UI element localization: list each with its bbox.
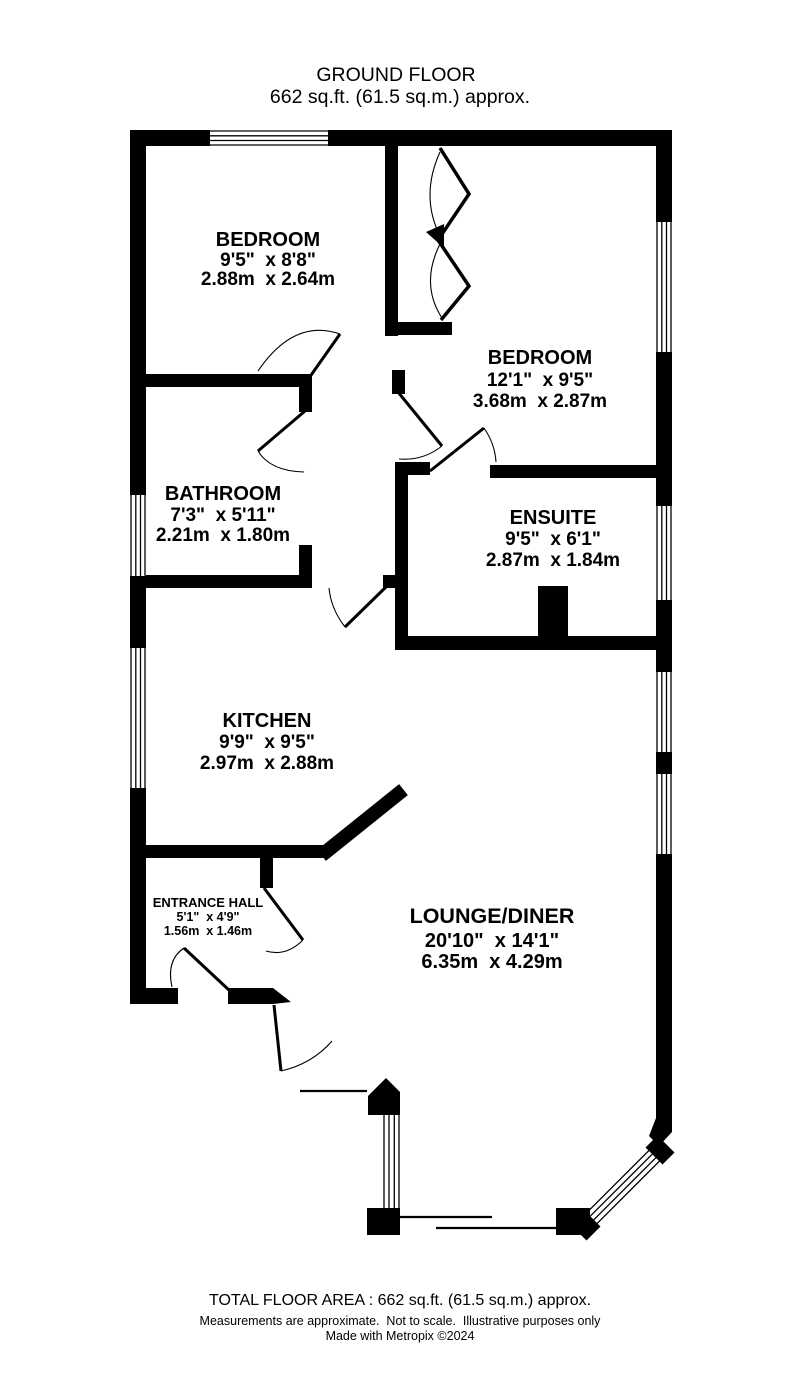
wall-ensuite-left-arm [408,462,430,475]
plan-title: GROUND FLOOR [316,64,475,86]
entrance-name: ENTRANCE HALL [153,895,264,910]
bedroom2-metric: 3.68m x 2.87m [473,391,607,412]
ensuite-metric: 2.87m x 1.84m [486,550,620,571]
interior-walls [130,146,672,888]
footer: TOTAL FLOOR AREA : 662 sq.ft. (61.5 sq.m… [200,1292,602,1343]
door-kitchen [328,584,389,629]
bay-corner-left [367,1208,400,1235]
doors [169,329,497,1072]
bathroom-metric: 2.21m x 1.80m [156,525,290,546]
wall-bottom-left [130,988,178,1004]
door-front [169,946,232,993]
window-bathroom-left [130,495,146,576]
entrance-imperial: 5'1" x 4'9" [177,910,240,924]
total-floor-area: TOTAL FLOOR AREA : 662 sq.ft. (61.5 sq.m… [209,1292,591,1309]
wall-cupboard-bottom [398,322,452,335]
window-kitchen-left [130,648,146,788]
ensuite-imperial: 9'5" x 6'1" [505,529,601,550]
door-entrance-to-lounge [262,887,305,954]
metropix-credit: Made with Metropix ©2024 [326,1329,475,1343]
room-label-ensuite: ENSUITE 9'5" x 6'1" 2.87m x 1.84m [486,507,620,571]
window-ensuite-right [656,506,672,600]
kitchen-name: KITCHEN [223,710,312,732]
wall-bathroom-right-upper [299,387,312,412]
wall-ensuite-left [395,462,408,650]
kitchen-metric: 2.97m x 2.88m [200,753,334,774]
door-bathroom [257,409,306,473]
wall-ensuite-top [490,465,656,478]
door-bedroom2 [396,391,444,460]
bifold-handle [426,224,444,248]
bay-diagonal-cap-lower [569,1209,601,1241]
room-labels: BEDROOM 9'5" x 8'8" 2.88m x 2.64m BEDROO… [153,229,620,973]
wall-bottom-entrance-tip [273,988,291,1004]
wall-bedroom2-jamb [392,370,405,394]
door-bedroom1 [257,329,342,389]
window-bay-diagonal [582,1142,668,1228]
plan-subtitle: 662 sq.ft. (61.5 sq.m.) approx. [270,86,530,108]
room-label-kitchen: KITCHEN 9'9" x 9'5" 2.97m x 2.88m [200,710,334,774]
ensuite-pillar [538,586,568,636]
windows [130,130,672,1230]
door-lounge-french [272,1004,333,1072]
sliding-patio-door [400,1215,556,1230]
room-label-bedroom-1: BEDROOM 9'5" x 8'8" 2.88m x 2.64m [201,229,335,290]
wall-ensuite-bottom [395,636,672,650]
bifold-arc-upper [429,151,441,237]
room-label-bathroom: BATHROOM 7'3" x 5'11" 2.21m x 1.80m [156,483,290,546]
bedroom1-imperial: 9'5" x 8'8" [220,250,316,271]
door-ensuite [429,426,497,473]
wall-right [656,130,672,1120]
window-bedroom1-top [210,130,328,146]
kitchen-imperial: 9'9" x 9'5" [219,732,315,753]
window-lounge-right-1 [656,672,672,752]
wall-bedroom1-right [385,146,398,336]
bathroom-name: BATHROOM [165,483,281,505]
exterior-walls [130,130,675,1241]
disclaimer: Measurements are approximate. Not to sca… [200,1314,602,1328]
wall-kitchen-diagonal [317,784,408,861]
bedroom2-imperial: 12'1" x 9'5" [487,370,593,391]
lounge-imperial: 20'10" x 14'1" [425,930,559,952]
entrance-metric: 1.56m x 1.46m [164,924,252,938]
wall-entrance-right-stub [260,858,273,888]
wall-bedroom1-bottom [146,374,312,387]
bathroom-imperial: 7'3" x 5'11" [170,505,275,526]
room-label-lounge-diner: LOUNGE/DINER 20'10" x 14'1" 6.35m x 4.29… [410,904,575,973]
bay-diagonal-cap-upper [645,1135,675,1165]
wall-bathroom-bottom [146,575,311,588]
bifold-arc-lower [429,243,443,319]
wall-entrance-top [130,845,330,858]
window-bedroom2-right [656,222,672,352]
lounge-name: LOUNGE/DINER [410,904,575,928]
bedroom1-metric: 2.88m x 2.64m [201,269,335,290]
room-label-bedroom-2: BEDROOM 12'1" x 9'5" 3.68m x 2.87m [473,347,607,412]
bay-left-cap [368,1078,400,1115]
window-bay-left [383,1115,400,1208]
bedroom1-name: BEDROOM [216,229,320,251]
ensuite-name: ENSUITE [510,507,597,529]
room-label-entrance-hall: ENTRANCE HALL 5'1" x 4'9" 1.56m x 1.46m [153,895,264,938]
wall-bottom-entrance [228,988,273,1004]
bedroom2-name: BEDROOM [488,347,592,369]
wardrobe-bifold-doors [426,147,472,322]
window-lounge-right-2 [656,774,672,854]
lounge-metric: 6.35m x 4.29m [421,951,562,973]
